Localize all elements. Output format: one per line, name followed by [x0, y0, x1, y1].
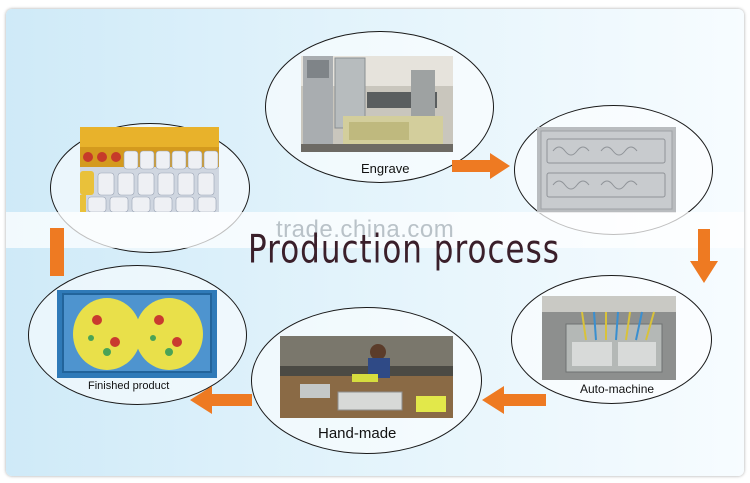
finished-product-label: Finished product	[88, 380, 170, 392]
hand-made-photo	[280, 336, 453, 418]
arrow-up-icon	[50, 228, 64, 276]
diagram-title: Production process	[248, 227, 560, 273]
finished-product-photo	[57, 290, 217, 378]
packaging-photo	[80, 127, 219, 212]
arrow-right-icon	[452, 153, 510, 179]
watermark-text: trade.china.com	[276, 216, 455, 243]
hand-made-label: Hand-made	[318, 425, 397, 442]
arrow-left-icon	[482, 386, 546, 414]
arrow-left-icon	[190, 386, 252, 414]
plate-photo	[537, 127, 676, 213]
arrow-down-icon	[690, 229, 718, 283]
engrave-photo	[301, 56, 453, 152]
auto-machine-label: Auto-machine	[580, 382, 655, 396]
engrave-label: Engrave	[361, 161, 410, 176]
watermark-band	[6, 212, 744, 248]
auto-machine-photo	[542, 296, 676, 380]
